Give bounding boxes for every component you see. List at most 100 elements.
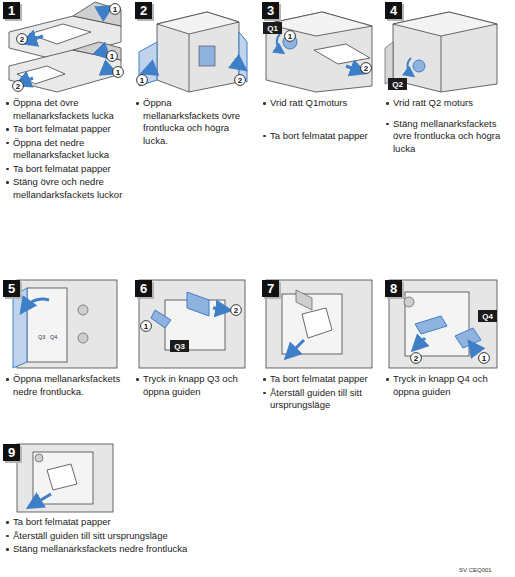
bullet-dot [136, 378, 139, 381]
instruction-text: Öppna det övre mellanarksfackets lucka [13, 97, 114, 121]
step-number: 7 [262, 280, 279, 297]
instruction-text: Tryck in knapp Q4 och öppna guiden [393, 373, 488, 397]
instruction-item: Stäng mellanarksfackets nedre frontlucka [5, 543, 265, 556]
callout-circle [235, 75, 246, 86]
panel-art [139, 280, 245, 368]
bullet-dot [263, 102, 266, 105]
instruction-item: Ta bort felmatat papper [262, 373, 380, 386]
panel-art [385, 12, 497, 92]
callout-circle [113, 67, 124, 78]
node-text: 2 [16, 82, 20, 91]
callout-number: 2 [230, 304, 242, 316]
bullet-dot [6, 168, 9, 171]
callout-circle [110, 4, 121, 15]
node-text: 1 [144, 322, 148, 331]
bullet-dot [386, 123, 389, 126]
node-text: 5 [8, 281, 15, 296]
knob-tag: Q2 [388, 78, 407, 90]
bullet-dot [6, 548, 9, 551]
instruction-item: Återställ guiden till sitt ursprungsläge [262, 387, 380, 412]
instruction-item: Öppna mellanarksfackets övre frontlucka … [135, 97, 247, 147]
instruction-item: Öppna det övre mellanarksfackets lucka [5, 97, 123, 122]
instruction-text: Stäng mellanarksfackets nedre frontlucka [13, 543, 187, 554]
instruction-text: Öppna mellanarksfackets nedre frontlucka… [13, 373, 120, 397]
text-column: Öppna mellanarksfackets övre frontlucka … [135, 97, 247, 147]
panel-art [266, 280, 372, 368]
instruction-item: Stäng mellanarksfackets övre frontlucka … [385, 118, 510, 156]
node-text: Q1 [267, 24, 278, 33]
callout-circle [141, 321, 152, 332]
bullet-dot [6, 142, 9, 145]
callout-circle [137, 75, 148, 86]
node-text: 6 [140, 281, 147, 296]
callout-circle [479, 353, 490, 364]
node-text: 2 [238, 76, 242, 85]
node-text: 2 [414, 354, 418, 363]
bullet-dot [6, 378, 9, 381]
instruction-text: Öppna mellanarksfackets övre frontlucka … [143, 97, 240, 146]
instruction-text: Stäng mellanarksfackets övre frontlucka … [393, 118, 500, 154]
instruction-text: Återställ guiden till sitt ursprungsläge [13, 530, 168, 541]
text-column: Ta bort felmatat papperÅterställ guiden … [262, 373, 380, 412]
callout-number: 1 [136, 74, 148, 86]
instruction-text: Ta bort felmatat papper [270, 373, 368, 384]
callout-circle [107, 51, 118, 62]
instruction-text: Tryck in knapp Q3 och öppna guiden [143, 373, 238, 397]
instruction-text: Stäng övre och nedre mellandarksfackets … [13, 176, 122, 200]
instruction-item: Tryck in knapp Q3 och öppna guiden [135, 373, 247, 398]
node-text: 4 [390, 3, 397, 18]
bullet-dot [386, 378, 389, 381]
panel-art [13, 280, 117, 368]
callout-number: 1 [478, 352, 490, 364]
callout-circle [361, 63, 372, 74]
callout-number: 1 [106, 50, 118, 62]
node-text: Q2 [392, 80, 403, 89]
node-text: 9 [8, 445, 15, 460]
node-text: 1 [482, 354, 486, 363]
instruction-text: Ta bort felmatat papper [13, 123, 111, 134]
bullet-dot [263, 135, 266, 138]
node-text: 1 [288, 32, 292, 41]
callout-circle [17, 34, 28, 45]
step-number: 1 [3, 2, 20, 19]
bullet-dot [6, 102, 9, 105]
bullet-dot [6, 535, 9, 538]
bullet-dot [263, 378, 266, 381]
node-text: 7 [267, 281, 274, 296]
instruction-text: Ta bort felmatat papper [270, 130, 368, 141]
instruction-text: Ta bort felmatat papper [13, 516, 111, 527]
text-column: Ta bort felmatat papperÅterställ guiden … [5, 516, 265, 556]
bullet-dot [136, 102, 139, 105]
callout-circle [13, 81, 24, 92]
bullet-dot [6, 521, 9, 524]
part-label: Q3 [38, 334, 45, 340]
callout-number: 1 [109, 3, 121, 15]
node-text: 1 [140, 76, 144, 85]
node-text: Q3 [174, 342, 185, 351]
instruction-item: Ta bort felmatat papper [5, 163, 123, 176]
knob-tag: Q4 [478, 310, 497, 322]
figure-code: SV CEQ001 [459, 567, 492, 573]
node-text: 1 [8, 3, 15, 18]
callout-number: 2 [16, 33, 28, 45]
callout-number: 1 [112, 66, 124, 78]
instruction-item: Ta bort felmatat papper [5, 123, 123, 136]
instruction-text: Öppna det nedre mellanarksfacket lucka [13, 137, 109, 161]
node-text: 2 [140, 3, 147, 18]
instruction-item: Öppna mellanarksfackets nedre frontlucka… [5, 373, 123, 398]
bullet-dot [6, 128, 9, 131]
node-text: 3 [267, 3, 274, 18]
panel-art [139, 12, 247, 92]
node-text: Q4 [482, 312, 493, 321]
text-column: Öppna det övre mellanarksfackets luckaTa… [5, 97, 123, 201]
callout-circle [411, 353, 422, 364]
instruction-item: Ta bort felmatat papper [262, 130, 380, 143]
bullet-dot [6, 181, 9, 184]
step-number: 4 [385, 2, 402, 19]
step-number: 8 [385, 280, 402, 297]
callout-circle [231, 305, 242, 316]
callout-number: 2 [12, 80, 24, 92]
instruction-text: Vrid ratt Q1moturs [270, 97, 347, 108]
